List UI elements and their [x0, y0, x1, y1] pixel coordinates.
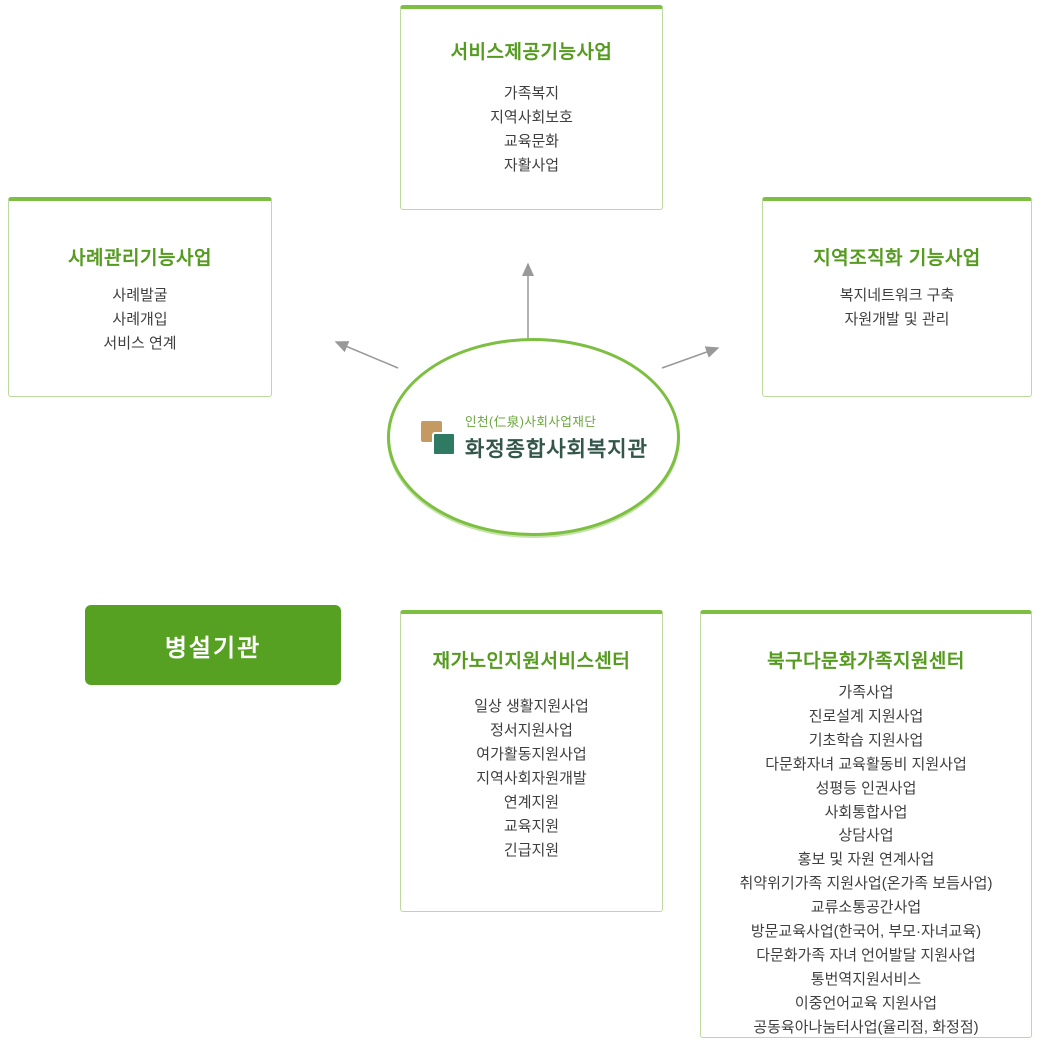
list-item: 여가활동지원사업 — [476, 746, 587, 763]
list-item: 기초학습 지원사업 — [808, 731, 924, 749]
box-item-list: 가족사업 진로설계 지원사업 기초학습 지원사업 다문화자녀 교육활동비 지원사… — [701, 681, 1031, 1040]
list-item: 사례개입 — [112, 311, 168, 328]
community-organization-box: 지역조직화 기능사업 복지네트워크 구축 자원개발 및 관리 — [762, 197, 1032, 397]
list-item: 자원개발 및 관리 — [844, 311, 950, 328]
list-item: 지역사회보호 — [490, 109, 573, 126]
list-item: 교류소통공간사업 — [810, 899, 922, 917]
arrow-right-icon — [661, 346, 720, 369]
list-item: 긴급지원 — [503, 842, 560, 859]
box-item-list: 가족복지 지역사회보호 교육문화 자활사업 — [401, 82, 662, 178]
multicultural-center-box: 북구다문화가족지원센터 가족사업 진로설계 지원사업 기초학습 지원사업 다문화… — [700, 610, 1032, 1038]
service-functions-box: 서비스제공기능사업 가족복지 지역사회보호 교육문화 자활사업 — [400, 5, 663, 210]
list-item: 일상 생활지원사업 — [474, 698, 589, 715]
box-item-list: 사례발굴 사례개입 서비스 연계 — [9, 284, 271, 356]
list-item: 통번역지원서비스 — [810, 970, 922, 988]
senior-support-center-box: 재가노인지원서비스센터 일상 생활지원사업 정서지원사업 여가활동지원사업 지역… — [400, 610, 663, 912]
list-item: 상담사업 — [838, 827, 894, 845]
arrow-left-icon — [334, 341, 399, 369]
list-item: 가족사업 — [838, 684, 894, 701]
list-item: 사회통합사업 — [824, 803, 908, 821]
list-item: 다문화자녀 교육활동비 지원사업 — [765, 755, 967, 773]
list-item: 가족복지 — [503, 85, 560, 102]
center-ellipse: 인천(仁泉)사회사업재단 화정종합사회복지관 — [387, 338, 680, 536]
annex-label: 병설기관 — [164, 634, 262, 662]
list-item: 방문교육사업(한국어, 부모·자녀교육) — [750, 923, 982, 941]
list-item: 지역사회자원개발 — [476, 770, 587, 787]
list-item: 자활사업 — [503, 157, 560, 174]
org-name: 화정종합사회복지관 — [465, 438, 648, 461]
list-item: 홍보 및 자원 연계사업 — [797, 851, 935, 869]
logo-text: 인천(仁泉)사회사업재단 화정종합사회복지관 — [465, 411, 648, 463]
logo: 인천(仁泉)사회사업재단 화정종합사회복지관 — [419, 411, 648, 463]
box-item-list: 복지네트워크 구축 자원개발 및 관리 — [763, 284, 1031, 332]
list-item: 복지네트워크 구축 — [839, 287, 955, 304]
foundation-logo-icon — [421, 421, 457, 456]
foundation-name: 인천(仁泉)사회사업재단 — [465, 415, 597, 429]
box-item-list: 일상 생활지원사업 정서지원사업 여가활동지원사업 지역사회자원개발 연계지원 … — [401, 695, 662, 863]
annex-label-box: 병설기관 — [85, 605, 341, 685]
box-title: 서비스제공기능사업 — [450, 42, 613, 63]
box-title: 재가노인지원서비스센터 — [432, 651, 631, 672]
list-item: 취약위기가족 지원사업(온가족 보듬사업) — [739, 875, 993, 893]
list-item: 성평등 인권사업 — [815, 779, 917, 797]
list-item: 이중언어교육 지원사업 — [794, 994, 938, 1012]
list-item: 진로설계 지원사업 — [808, 707, 924, 725]
box-title: 사례관리기능사업 — [68, 248, 212, 269]
list-item: 교육지원 — [503, 818, 560, 835]
box-title: 지역조직화 기능사업 — [813, 248, 981, 269]
list-item: 공동육아나눔터사업(율리점, 화정점) — [753, 1018, 979, 1036]
list-item: 사례발굴 — [112, 287, 168, 304]
case-management-box: 사례관리기능사업 사례발굴 사례개입 서비스 연계 — [8, 197, 272, 397]
box-title: 북구다문화가족지원센터 — [767, 651, 965, 672]
list-item: 연계지원 — [503, 794, 560, 811]
list-item: 정서지원사업 — [490, 722, 573, 739]
list-item: 서비스 연계 — [103, 335, 177, 352]
list-item: 다문화가족 자녀 언어발달 지원사업 — [756, 946, 976, 964]
list-item: 교육문화 — [503, 133, 560, 150]
